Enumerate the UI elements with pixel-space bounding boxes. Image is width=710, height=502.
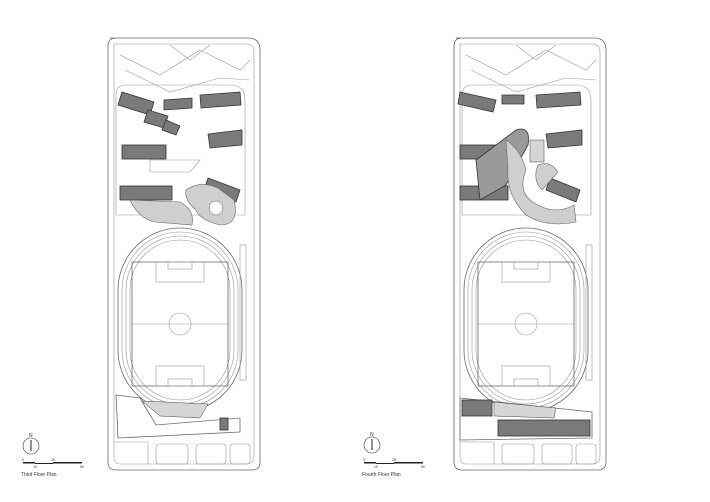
fourth-floor-plan	[453, 37, 607, 471]
classroom-wings	[117, 91, 243, 203]
svg-text:50: 50	[80, 465, 84, 469]
north-label: N	[29, 433, 33, 439]
south-building	[459, 397, 593, 441]
north-arrow-icon	[363, 436, 381, 454]
svg-text:0: 0	[22, 458, 24, 462]
fourth-floor-legend: N 0 10 25 50 Fourth Floor Plan	[362, 432, 425, 478]
svg-text:50: 50	[421, 465, 425, 469]
classroom-wings	[457, 91, 583, 203]
scale-bar: 0 10 25 50	[363, 458, 425, 469]
courtyard-decks	[129, 159, 236, 226]
svg-text:0: 0	[363, 458, 365, 462]
north-label: N	[370, 432, 374, 438]
svg-text:25: 25	[51, 458, 55, 462]
svg-text:10: 10	[33, 465, 37, 469]
svg-text:10: 10	[374, 465, 378, 469]
south-building	[115, 394, 241, 439]
third-floor-plan	[107, 37, 261, 471]
plan-title: Fourth Floor Plan	[362, 472, 401, 478]
north-arrow-icon	[22, 437, 40, 455]
bridges-and-decks	[475, 128, 577, 225]
third-floor-legend: N 0 10 25 50 Third Floor Plan	[21, 433, 84, 478]
scale-bar: 0 10 25 50	[22, 458, 84, 469]
svg-text:25: 25	[392, 458, 396, 462]
plan-title: Third Floor Plan	[21, 472, 57, 478]
